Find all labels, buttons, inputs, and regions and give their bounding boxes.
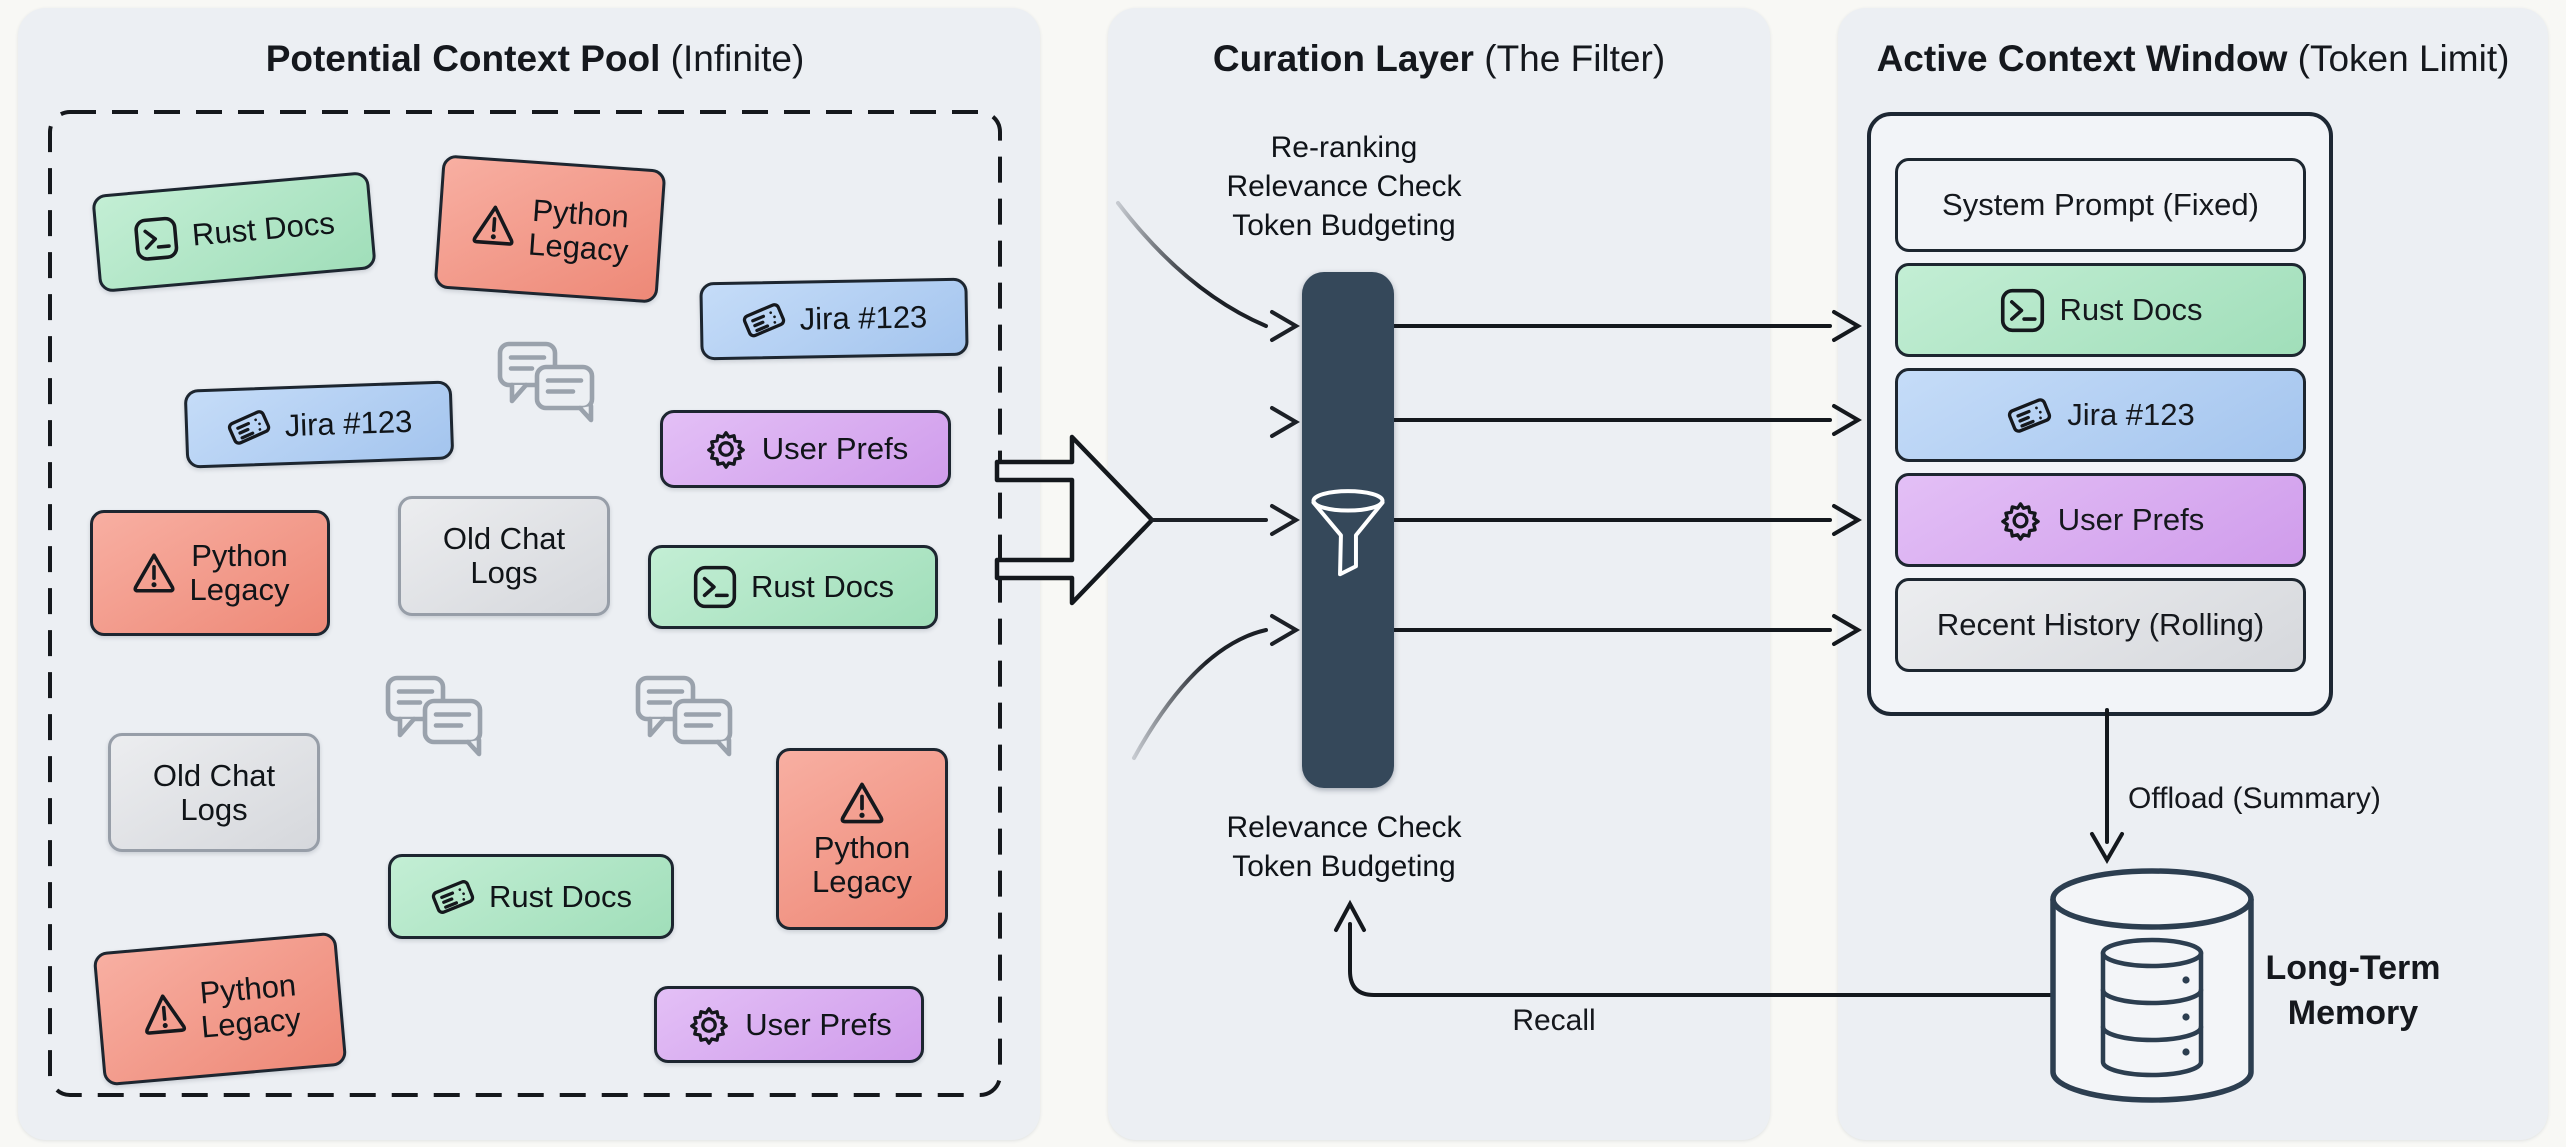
curation-step-label: Re-ranking xyxy=(1270,131,1418,164)
pool-title-text: Potential Context Pool xyxy=(265,38,661,79)
gear-icon xyxy=(2000,501,2040,541)
curation-step-label: Relevance Check xyxy=(1226,170,1462,203)
chip-label: User Prefs xyxy=(761,431,909,466)
chip-label: Rust Docs xyxy=(751,569,894,604)
chip-label: Rust Docs xyxy=(489,878,632,914)
context-chip-user-prefs-13: User Prefs xyxy=(654,986,924,1063)
context-row-rust-docs: Rust Docs xyxy=(1895,263,2306,357)
context-row-jira-123: Jira #123 xyxy=(1895,368,2306,462)
active-title-note: (Token Limit) xyxy=(2297,38,2510,79)
offload-label: Offload (Summary) xyxy=(2128,782,2381,815)
context-row-system-prompt-fixed: System Prompt (Fixed) xyxy=(1895,158,2306,252)
terminal-icon xyxy=(693,565,737,609)
row-label: Rust Docs xyxy=(2059,292,2203,327)
gear-icon xyxy=(690,1006,729,1045)
ticket-icon xyxy=(2008,397,2052,433)
filter-bar xyxy=(1302,272,1394,788)
row-label: Jira #123 xyxy=(2067,397,2195,432)
context-chip-jira-123-4: Jira #123 xyxy=(183,380,455,469)
warning-icon xyxy=(840,782,884,824)
chat-bubbles-icon-3 xyxy=(634,674,738,777)
terminal-icon xyxy=(2000,288,2044,332)
recall-label: Recall xyxy=(1512,1004,1596,1037)
ticket-icon xyxy=(431,879,475,914)
context-chip-rust-docs-8: Rust Docs xyxy=(648,545,938,629)
chat-bubbles-icon-2 xyxy=(384,674,488,777)
chip-label: Jira #123 xyxy=(284,403,413,443)
memory-label-line: Memory xyxy=(2287,994,2419,1032)
warning-icon xyxy=(144,994,186,1035)
curation-step-label: Relevance Check xyxy=(1226,811,1462,844)
context-chip-jira-123-3: Jira #123 xyxy=(699,277,969,361)
funnel-icon xyxy=(1311,489,1385,577)
warning-icon xyxy=(472,205,514,246)
ticket-icon xyxy=(227,409,270,445)
active-title-text: Active Context Window xyxy=(1876,38,2288,79)
chip-label: User Prefs xyxy=(745,1006,892,1042)
gear-icon xyxy=(706,431,745,469)
chip-label: Jira #123 xyxy=(799,299,928,337)
curation-panel-title: Curation Layer (The Filter) xyxy=(1213,38,1665,80)
chat-bubbles-icon-1 xyxy=(496,340,600,443)
context-chip-rust-docs-11: Rust Docs xyxy=(388,854,674,939)
chip-label: Rust Docs xyxy=(190,205,337,253)
context-row-user-prefs: User Prefs xyxy=(1895,473,2306,567)
row-label: Recent History (Rolling) xyxy=(1936,607,2265,642)
terminal-icon xyxy=(134,216,179,261)
curation-step-label: Token Budgeting xyxy=(1232,850,1456,883)
row-label: User Prefs xyxy=(2057,502,2205,537)
context-row-recent-history-rolling: Recent History (Rolling) xyxy=(1895,578,2306,672)
pool-title-note: (Infinite) xyxy=(670,38,805,79)
memory-label-line: Long-Term xyxy=(2265,949,2441,987)
chat-bubbles-icon xyxy=(497,341,595,423)
ticket-icon xyxy=(742,303,785,338)
active-panel-title: Active Context Window (Token Limit) xyxy=(1877,38,2510,80)
context-chip-user-prefs-5: User Prefs xyxy=(660,410,951,488)
curation-step-label: Token Budgeting xyxy=(1232,209,1456,242)
row-label: System Prompt (Fixed) xyxy=(1942,187,2259,222)
warning-icon xyxy=(132,553,175,593)
curation-title-note: (The Filter) xyxy=(1484,38,1666,79)
pool-panel-title: Potential Context Pool (Infinite) xyxy=(266,38,805,80)
chat-bubbles-icon xyxy=(635,675,733,757)
curation-title-text: Curation Layer xyxy=(1212,38,1474,79)
chat-bubbles-icon xyxy=(385,675,483,757)
